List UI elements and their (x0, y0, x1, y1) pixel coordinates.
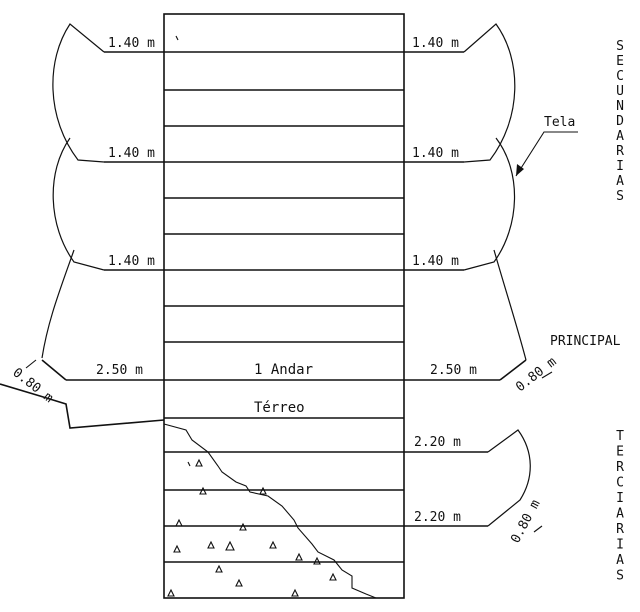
label-right-220-b: 2.20 m (414, 510, 461, 525)
tick-mark (175, 35, 179, 41)
label-left-250: 2.50 m (96, 363, 143, 378)
label-andar: 1 Andar (254, 362, 313, 378)
label-tela: Tela (544, 115, 575, 130)
left-secondary-nets (41, 23, 105, 381)
tick-mark (187, 461, 191, 467)
left-outrigger-brace (41, 359, 67, 381)
dim-tick (25, 359, 37, 369)
label-left-140-b: 1.40 m (108, 146, 155, 161)
label-right-140-c: 1.40 m (412, 254, 459, 269)
dim-tick (533, 525, 543, 533)
label-left-080: 0.80 m (10, 365, 56, 406)
right-outrigger-brace (499, 359, 527, 381)
net-anchor-lines (66, 51, 500, 563)
left-net-middle (52, 137, 105, 271)
left-net-upper (52, 23, 105, 163)
label-right-250: 2.50 m (430, 363, 477, 378)
dim-tick (541, 371, 553, 379)
right-secondary-nets (463, 23, 527, 381)
right-net-middle (463, 137, 516, 271)
label-terreo: Térreo (254, 400, 305, 416)
label-left-140-c: 1.40 m (108, 254, 155, 269)
label-right-080-principal: 0.80 m (513, 354, 559, 395)
ground-line (0, 383, 165, 429)
label-principal: PRINCIPAL (550, 334, 621, 349)
soil-hatch (167, 458, 337, 597)
label-right-140-a: 1.40 m (412, 36, 459, 51)
label-left-140-a: 1.40 m (108, 36, 155, 51)
tela-pointer (515, 131, 578, 177)
floor-lines (164, 89, 404, 343)
right-net-lower (493, 249, 527, 361)
label-right-140-b: 1.40 m (412, 146, 459, 161)
right-tertiary-net (487, 429, 531, 527)
label-right-220-a: 2.20 m (414, 435, 461, 450)
tertiary-net (487, 429, 531, 527)
excavation-profile (163, 423, 377, 599)
right-net-upper (463, 23, 516, 163)
left-net-lower (41, 249, 75, 359)
